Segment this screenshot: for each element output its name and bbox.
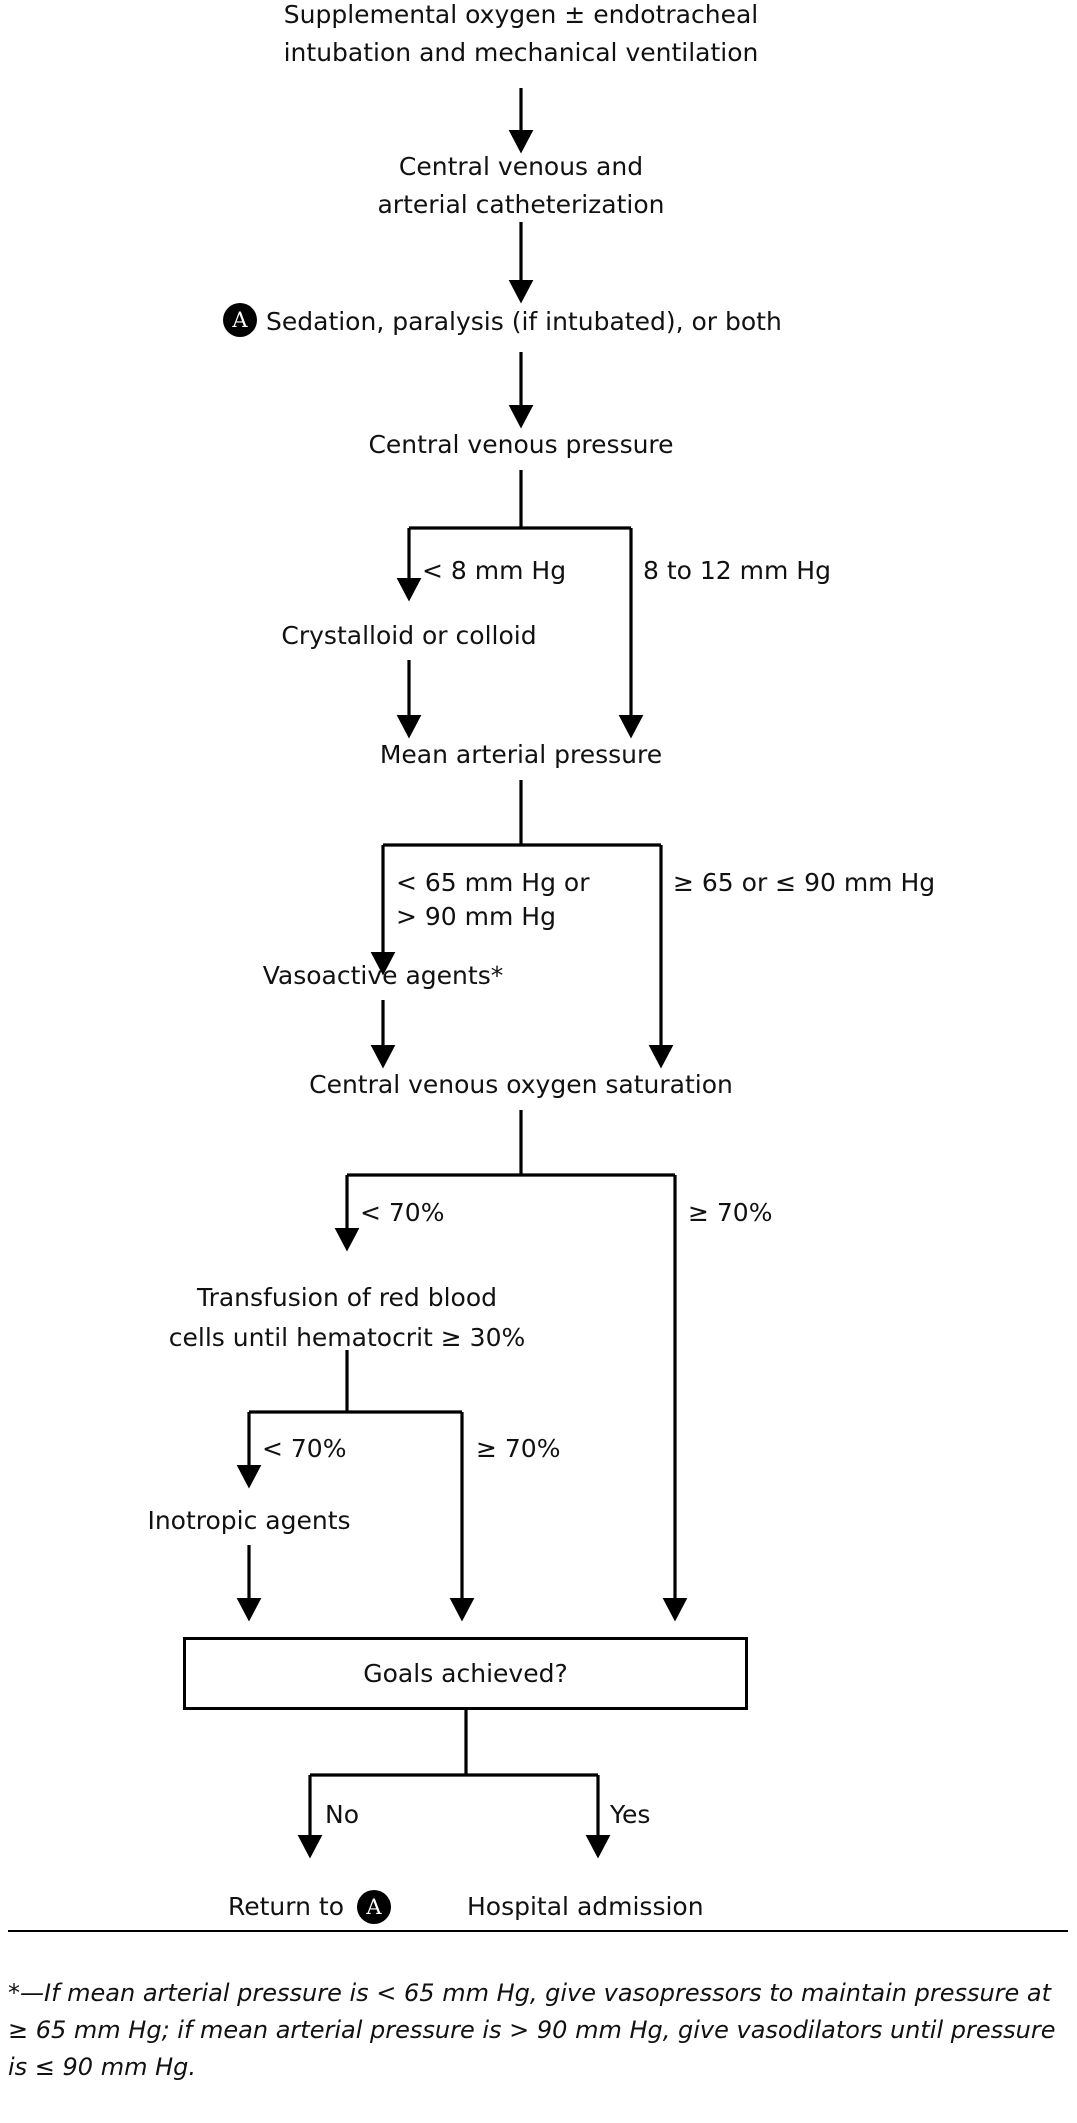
edge-label-map-low: < 65 mm Hg or > 90 mm Hg <box>396 868 590 931</box>
edge-label-goals-no: No <box>325 1800 359 1829</box>
edge-label-scvo2-low: < 70% <box>360 1198 445 1227</box>
node-cvp: Central venous pressure <box>368 430 674 459</box>
node-hospital-admission: Hospital admission <box>467 1892 704 1921</box>
edge-label-cvp-ok: 8 to 12 mm Hg <box>643 556 831 585</box>
node-oxygen: Supplemental oxygen ± endotracheal intub… <box>283 0 759 67</box>
marker-a-icon: A <box>223 303 257 337</box>
edge-label-cvp-low: < 8 mm Hg <box>422 556 567 585</box>
node-scvo2: Central venous oxygen saturation <box>309 1070 733 1099</box>
edge-label-map-ok: ≥ 65 or ≤ 90 mm Hg <box>673 868 936 897</box>
node-crystalloid: Crystalloid or colloid <box>281 621 537 650</box>
return-marker-a-icon: A <box>357 1890 391 1924</box>
edge-label-scvo2-ok: ≥ 70% <box>688 1198 773 1227</box>
node-catheterization: Central venous and arterial catheterizat… <box>377 152 665 219</box>
node-return-to: Return to <box>228 1892 345 1921</box>
footnote-text: *—If mean arterial pressure is < 65 mm H… <box>8 1979 1056 2081</box>
node-goals-achieved: Goals achieved? <box>183 1637 748 1710</box>
node-inotropic: Inotropic agents <box>147 1506 351 1535</box>
edge-label-post-transfusion-ok: ≥ 70% <box>476 1434 561 1463</box>
node-sedation: Sedation, paralysis (if intubated), or b… <box>266 307 782 336</box>
footnote-divider <box>8 1930 1068 1932</box>
edge-label-goals-yes: Yes <box>610 1800 651 1829</box>
node-map: Mean arterial pressure <box>379 740 663 769</box>
node-vasoactive: Vasoactive agents* <box>262 961 504 990</box>
edge-label-post-transfusion-low: < 70% <box>262 1434 347 1463</box>
node-transfusion: Transfusion of red blood cells until hem… <box>168 1283 526 1352</box>
